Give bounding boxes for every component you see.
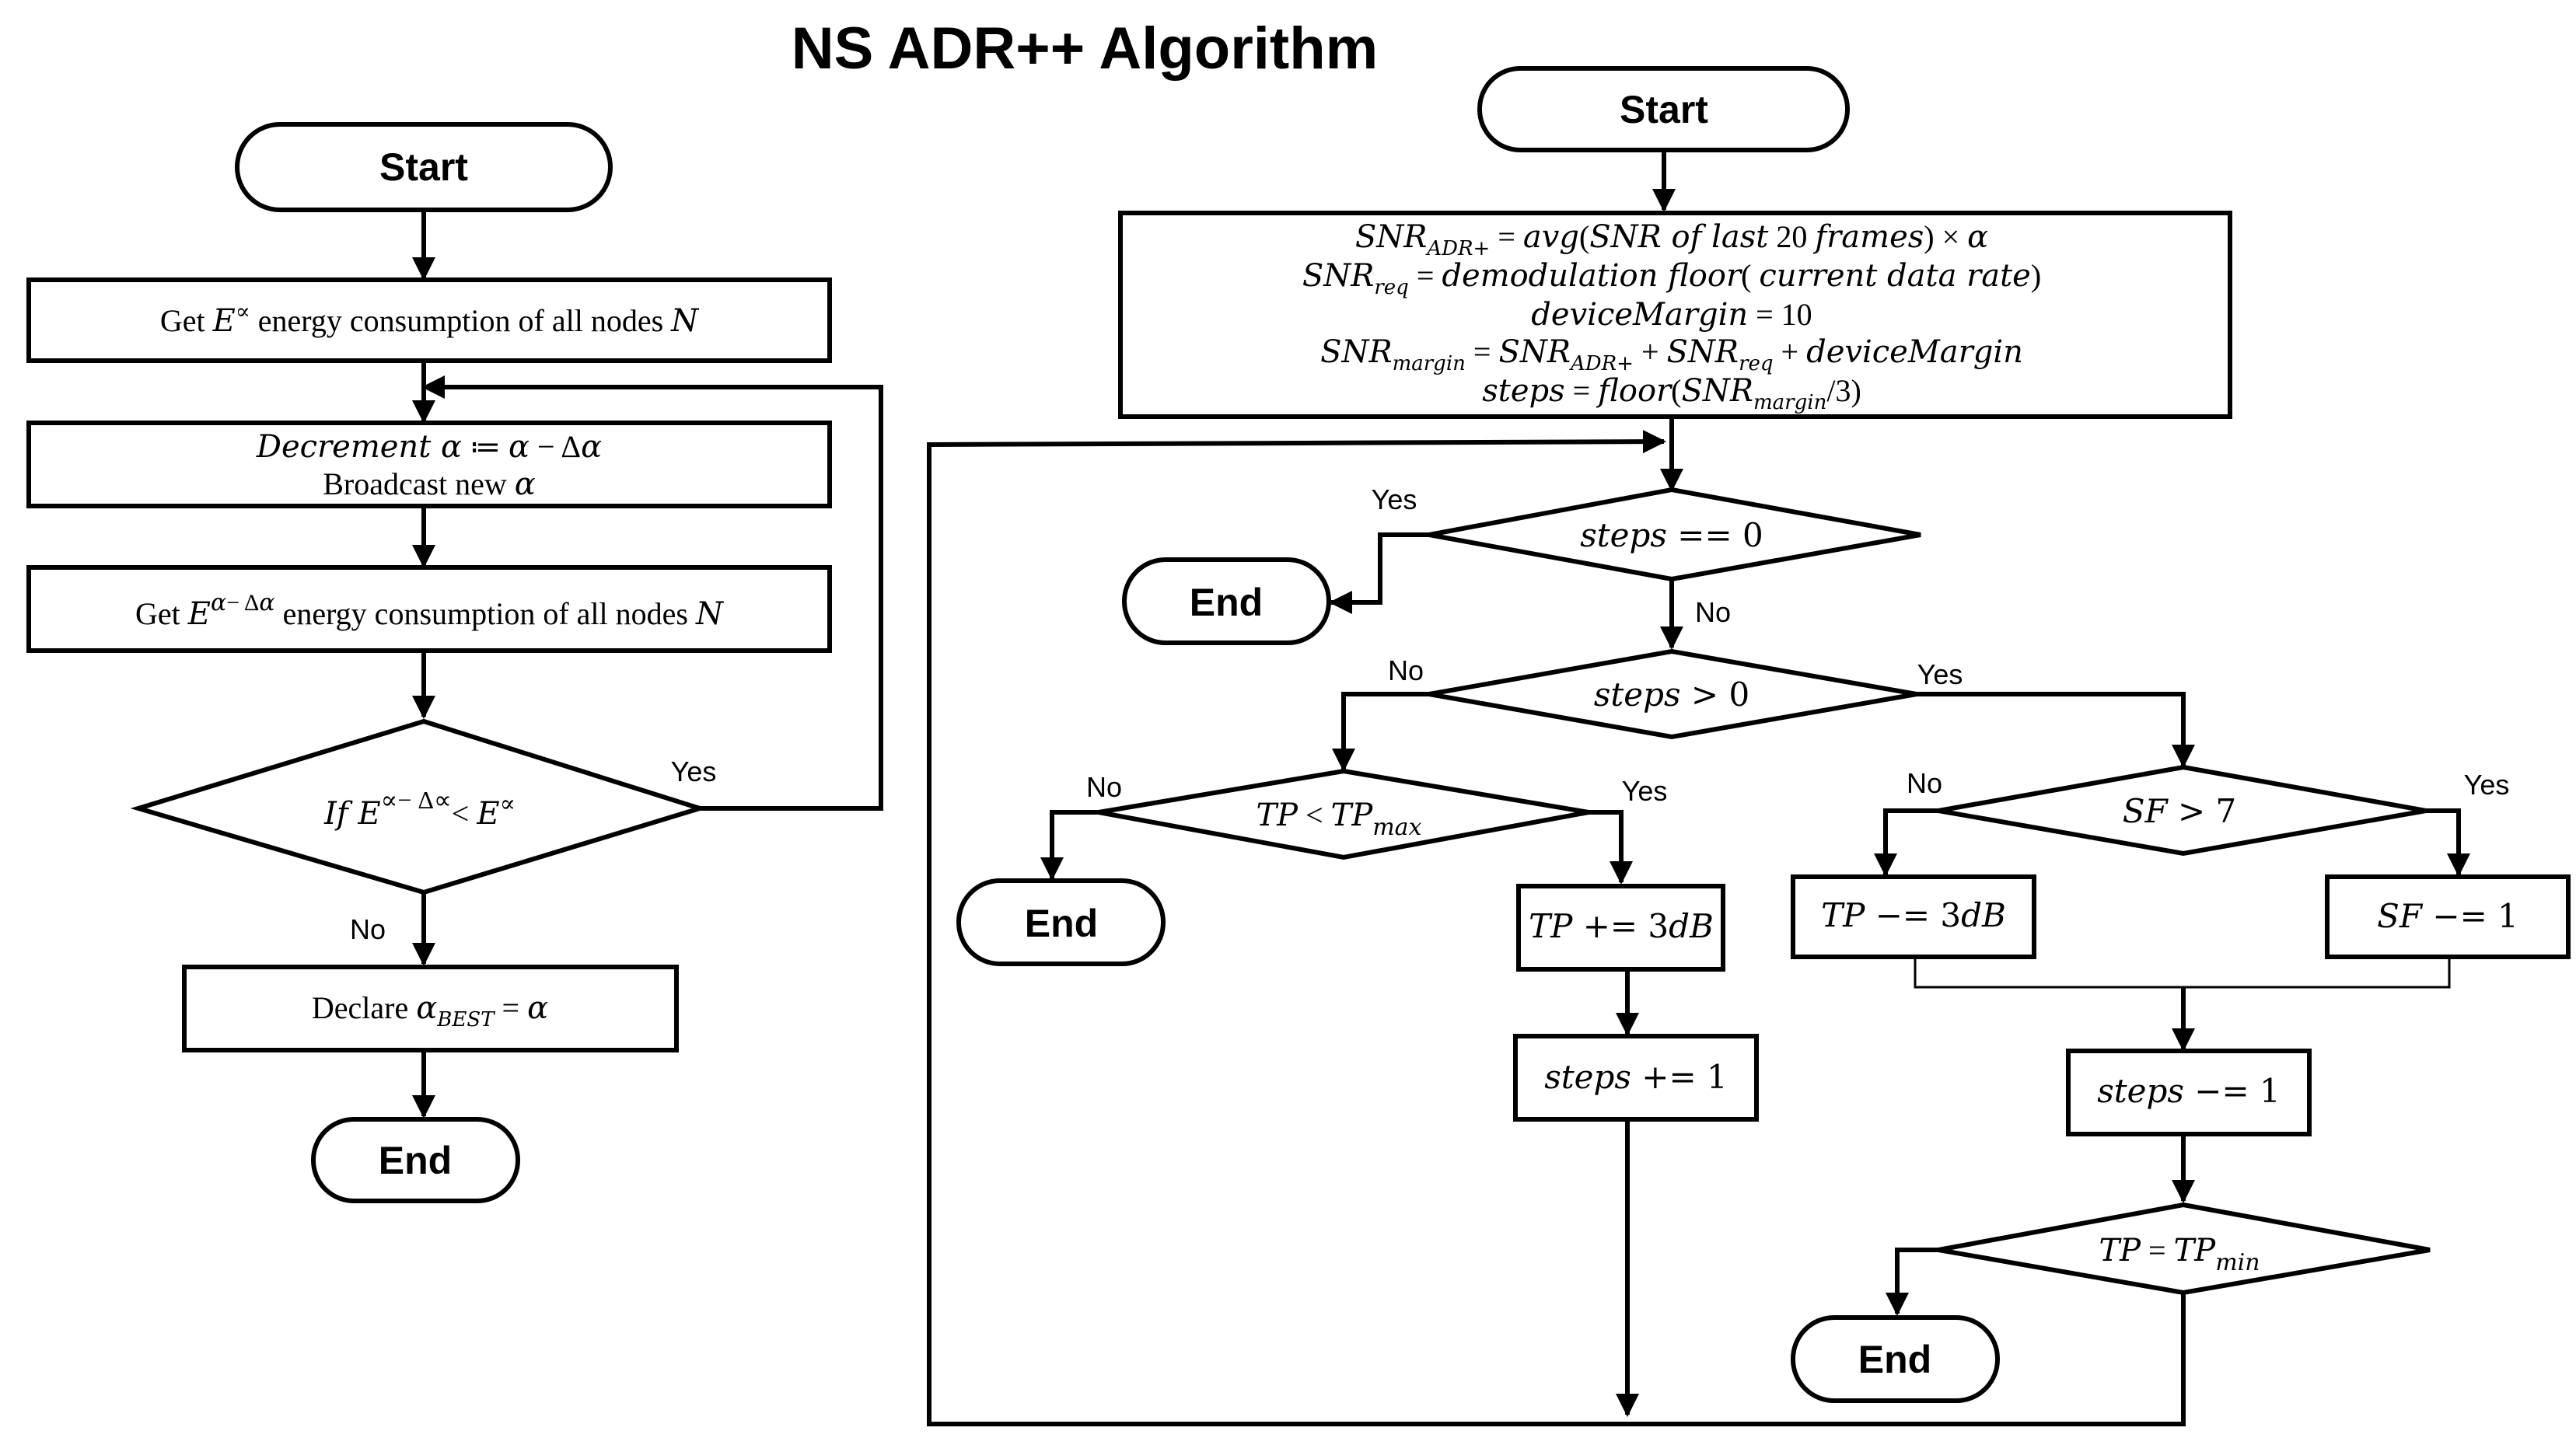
sf-yes-label: Yes: [2464, 769, 2510, 801]
left-get-energy-text: Get E∝ energy consumption of all nodes N: [160, 298, 700, 339]
diagram-title: NS ADR++ Algorithm: [792, 16, 1378, 82]
right-snr-process-box: [1118, 211, 2232, 419]
end-node-steps-zero: [1122, 557, 1331, 645]
tp-max-yes-label: Yes: [1622, 775, 1668, 807]
steps-plus-text: steps += 1: [1544, 1058, 1728, 1096]
left-get-energy2-box: [26, 565, 832, 653]
decision-steps-greater-zero-text: steps > 0: [1594, 675, 1749, 714]
process-line-device-margin: deviceMargin = 10: [1531, 297, 1812, 333]
end-node-steps-zero-label: End: [1190, 581, 1263, 624]
left-declare-box: [182, 965, 679, 1052]
left-end-label: End: [379, 1139, 452, 1182]
left-decision-yes-label: Yes: [671, 756, 717, 787]
left-start-label: Start: [379, 145, 468, 189]
left-broadcast-text: Broadcast new α: [323, 466, 536, 502]
left-get-energy-box: [26, 277, 832, 363]
left-flowchart: Start Get E∝ energy consumption of all n…: [26, 122, 883, 1203]
left-decision-text: If E∝− Δ∝< E∝: [323, 785, 516, 832]
steps-gt-yes-label: Yes: [1917, 658, 1963, 690]
decision-sf-greater-seven: [1938, 764, 2427, 857]
steps-minus-text: steps −= 1: [2097, 1072, 2281, 1110]
steps-zero-no-label: No: [1695, 596, 1731, 628]
tp-minus-box: [1791, 874, 2036, 959]
tp-plus-text: TP += 3dB: [1529, 907, 1714, 945]
steps-plus-box: [1513, 1034, 1759, 1122]
steps-gt-no-label: No: [1388, 654, 1424, 686]
end-node-tp-max-label: End: [1025, 902, 1098, 945]
right-start-label: Start: [1620, 88, 1708, 131]
tp-plus-box: [1516, 884, 1725, 972]
decision-sf-greater-seven-text: SF > 7: [2123, 792, 2237, 830]
left-declare-text: Declare αBEST = α: [312, 990, 548, 1031]
left-decrement-text: Decrement α ≔ α − Δα: [256, 429, 602, 465]
left-decision-no-label: No: [350, 913, 386, 945]
end-node-tp-min: [1791, 1315, 2000, 1403]
sf-no-label: No: [1907, 767, 1942, 799]
decision-steps-equals-zero-text: steps == 0: [1580, 516, 1763, 554]
end-node-tp-max: [956, 878, 1166, 966]
tp-max-no-label: No: [1086, 771, 1122, 803]
steps-zero-yes-label: Yes: [1372, 483, 1417, 515]
decision-steps-greater-zero: [1428, 648, 1917, 740]
process-line-snr-req: SNRreq = demodulation floor( current dat…: [1302, 258, 2041, 299]
end-node-tp-min-label: End: [1858, 1338, 1931, 1381]
steps-minus-box: [2066, 1049, 2312, 1136]
process-line-snr-margin: SNRmargin = SNRADR+ + SNRreq + deviceMar…: [1320, 334, 2023, 375]
left-decrement-box: [26, 421, 832, 508]
right-flowchart: Start SNRADR+ = avg(SNR of last 20 frame…: [927, 66, 2571, 1426]
tp-minus-text: TP −= 3dB: [1821, 896, 2006, 934]
left-end-node: [311, 1117, 520, 1203]
loop-back-connector: [927, 430, 2186, 1426]
sf-minus-box: [2325, 874, 2571, 959]
decision-tp-less-max: [1098, 768, 1589, 860]
sf-minus-text: SF −= 1: [2377, 897, 2518, 935]
